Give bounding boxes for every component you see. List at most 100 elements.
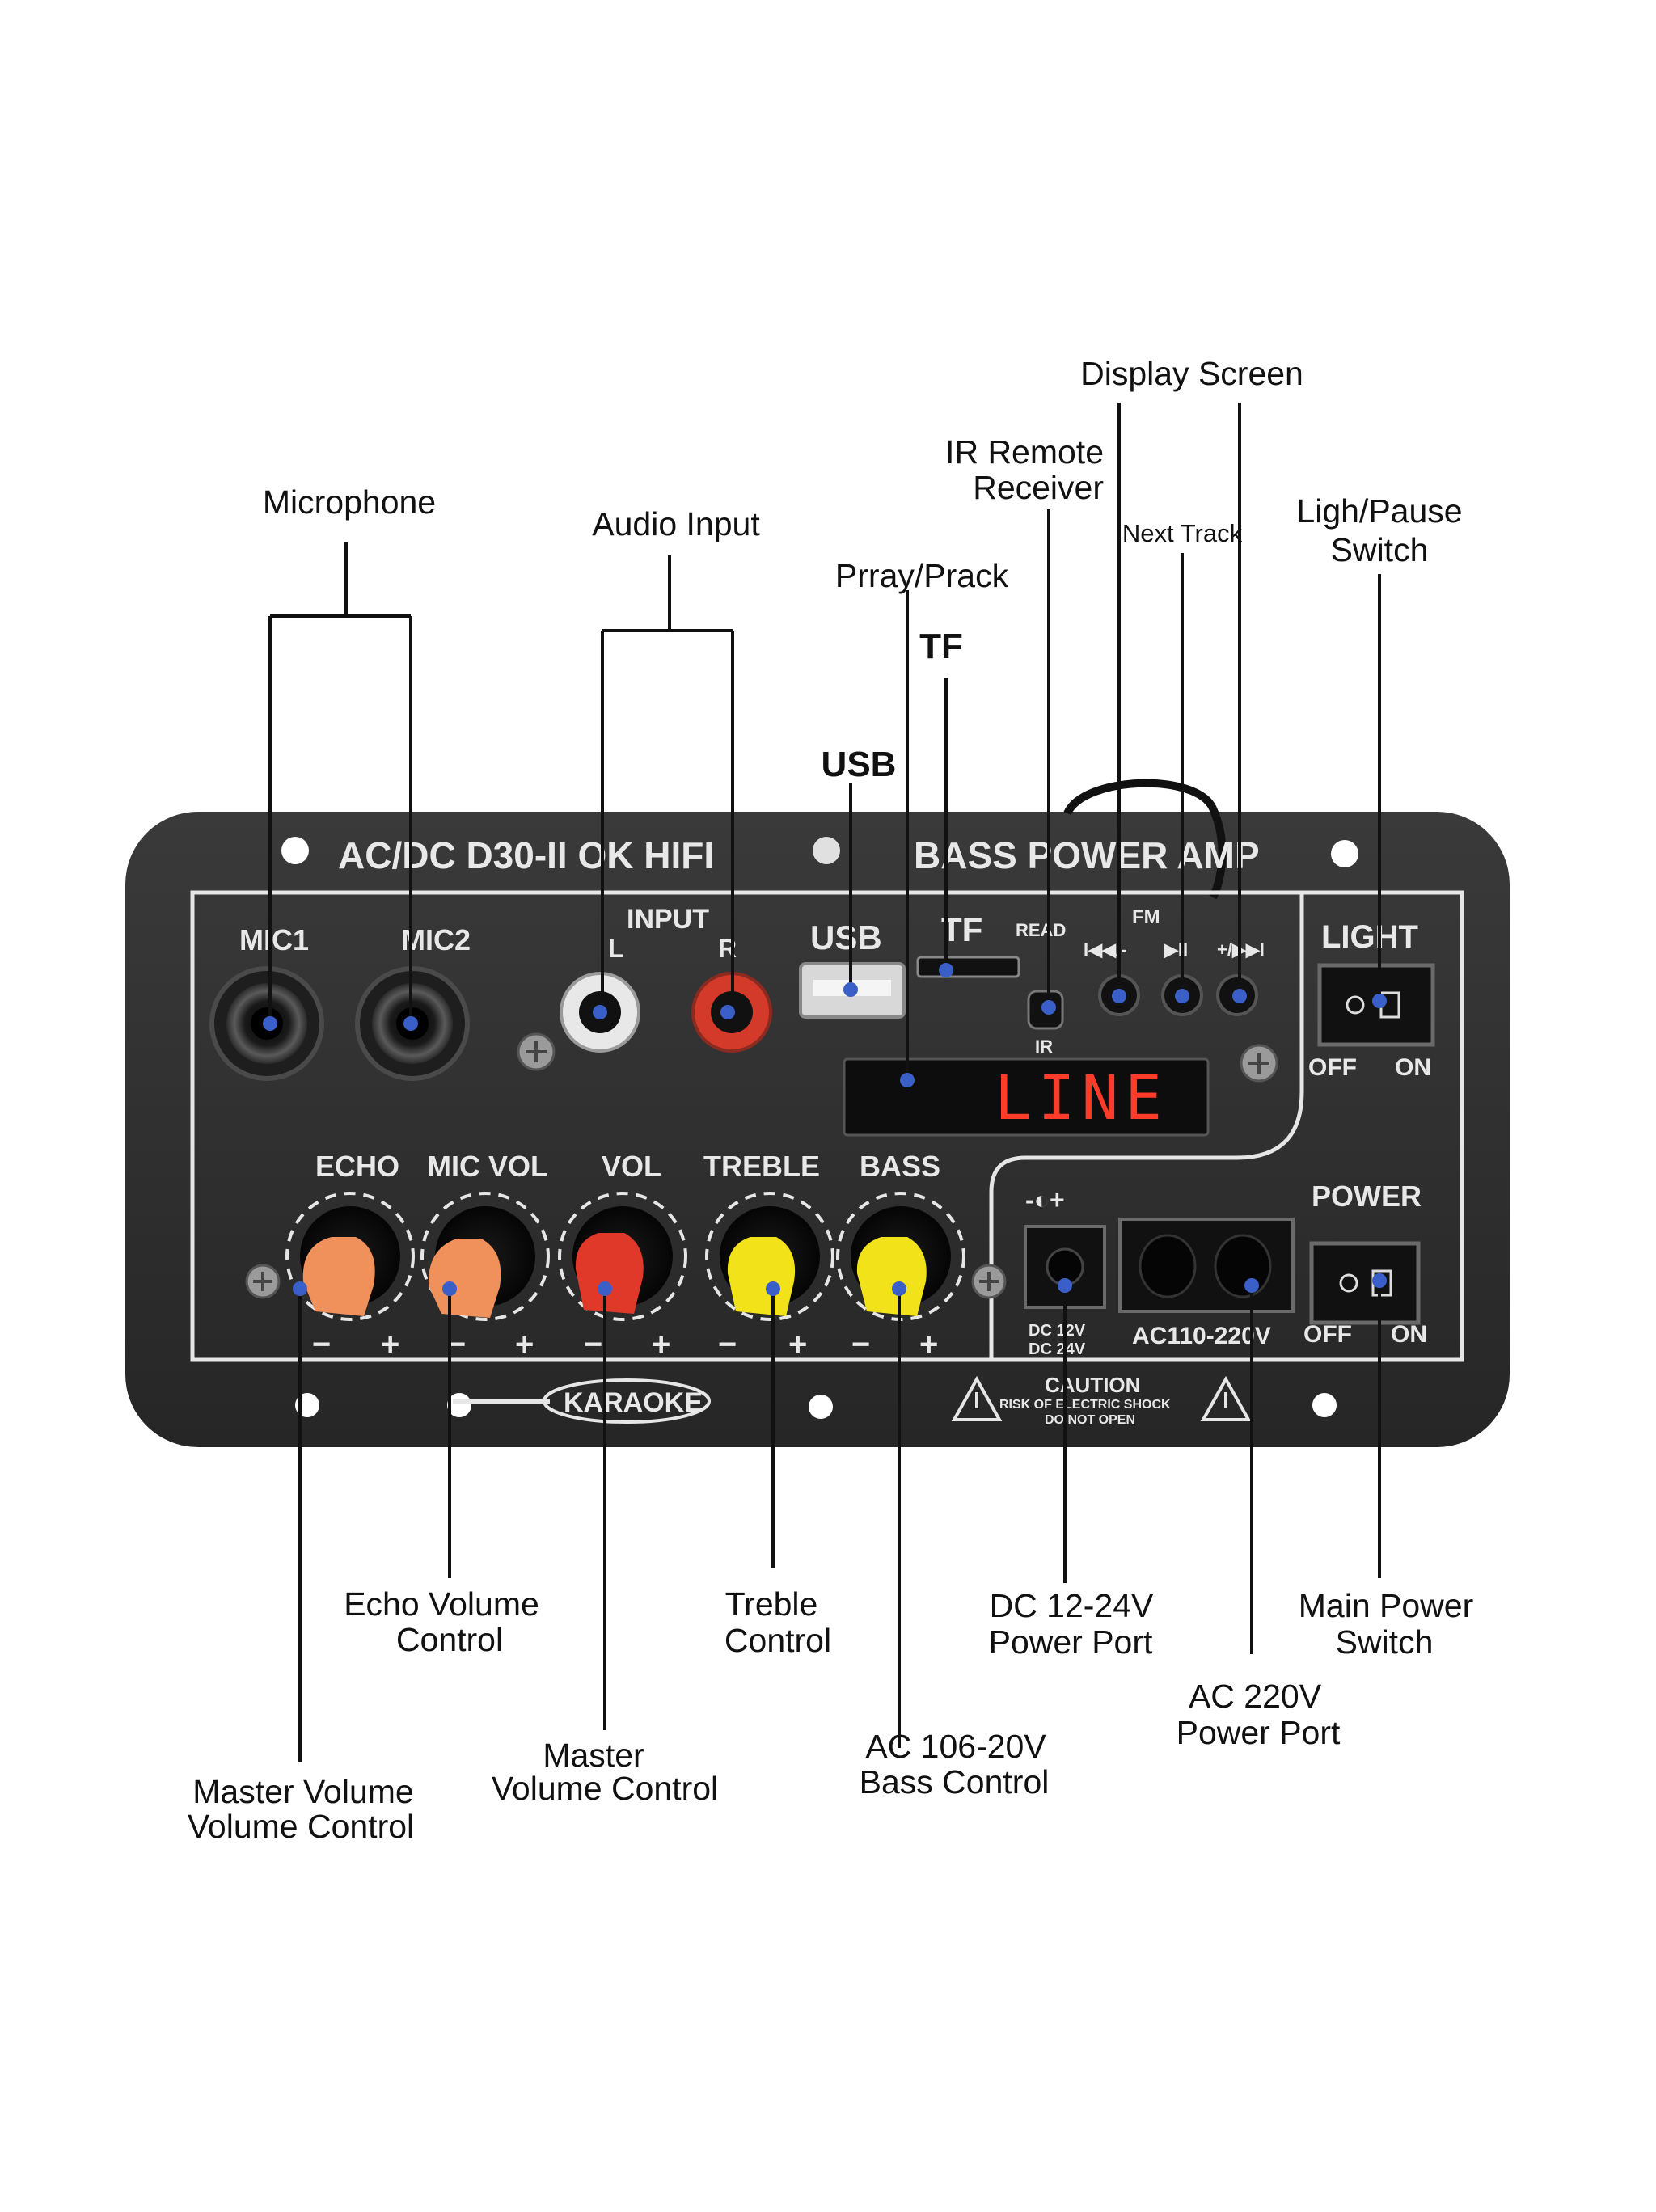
echo-plus: + <box>381 1327 399 1362</box>
mount-hole <box>281 837 309 864</box>
play-button-label: ▶II <box>1164 939 1188 960</box>
input-label: INPUT <box>627 904 709 935</box>
marker-dot <box>403 1016 418 1031</box>
callout-usb: USB <box>822 745 897 784</box>
power-off-label: OFF <box>1303 1321 1352 1348</box>
treble-minus: − <box>718 1327 737 1362</box>
callout-bass-2: Bass Control <box>860 1763 1050 1800</box>
marker-dot <box>263 1016 277 1031</box>
mic-vol-minus: − <box>447 1327 466 1362</box>
dc-symbol: -◐+ <box>1025 1185 1065 1214</box>
warning-icon <box>951 1375 1003 1421</box>
screw-icon <box>1240 1044 1278 1083</box>
vol-plus: + <box>652 1327 670 1362</box>
marker-dot <box>1372 1273 1387 1288</box>
callout-master-vol-1: Master <box>543 1737 644 1774</box>
callout-treble-1: Treble <box>725 1585 818 1623</box>
read-label: READ <box>1016 920 1066 940</box>
callout-mic-vol-2: Volume Control <box>188 1808 414 1845</box>
callout-ir-remote-2: Receiver <box>973 469 1104 506</box>
screw-icon <box>971 1264 1007 1299</box>
marker-dot <box>598 1281 612 1296</box>
treble-knob[interactable] <box>705 1192 834 1321</box>
callout-light-pause-2: Switch <box>1331 531 1429 568</box>
callout-treble-2: Control <box>724 1622 831 1659</box>
caution-line2: DO NOT OPEN <box>1045 1413 1135 1427</box>
led-display <box>843 1057 1210 1137</box>
callout-audio-input: Audio Input <box>592 505 760 542</box>
model-title: AC/DC D30-II OK HIFI <box>338 834 714 876</box>
marker-dot <box>900 1073 915 1087</box>
callout-echo-1: Echo Volume <box>344 1585 539 1623</box>
callout-microphone: Microphone <box>263 483 436 521</box>
master-vol-knob[interactable] <box>558 1192 687 1321</box>
brand-title: BASS POWER AMP <box>914 834 1260 876</box>
marker-dot <box>843 982 858 997</box>
warning-icon <box>1200 1375 1252 1421</box>
bass-knob-cap <box>856 1237 927 1316</box>
display-text: LINE <box>995 1062 1168 1133</box>
power-label: POWER <box>1312 1180 1422 1213</box>
tf-label: TF <box>941 910 982 948</box>
dc-rating-2: DC 24V <box>1029 1340 1086 1358</box>
main-power-switch[interactable] <box>1309 1241 1421 1325</box>
karaoke-badge <box>543 1378 711 1424</box>
marker-dot <box>720 1005 735 1019</box>
treble-plus: + <box>788 1327 807 1362</box>
bass-minus: − <box>851 1327 870 1362</box>
vol-minus: − <box>584 1327 602 1362</box>
callout-light-pause-1: Ligh/Pause <box>1296 492 1462 530</box>
marker-dot <box>1112 989 1126 1003</box>
knob-label-echo: ECHO <box>315 1150 399 1183</box>
echo-knob-cap <box>302 1237 375 1316</box>
echo-knob[interactable] <box>285 1192 415 1321</box>
callout-tf: TF <box>919 627 963 666</box>
screw-icon <box>245 1264 281 1299</box>
bass-plus: + <box>919 1327 938 1362</box>
panel-border <box>190 890 1464 1362</box>
caution-line1: RISK OF ELECTRIC SHOCK <box>999 1398 1171 1412</box>
dc-rating-1: DC 12V <box>1029 1322 1086 1340</box>
amplifier-panel: AC/DC D30-II OK HIFI BASS POWER AMP MIC1… <box>125 779 1510 1447</box>
usb-label: USB <box>810 918 882 956</box>
callout-dc-1: DC 12-24V <box>990 1587 1154 1624</box>
master-vol-knob-cap <box>575 1233 644 1314</box>
callout-mic-vol-1: Master Volume <box>192 1773 413 1810</box>
karaoke-label: KARAOKE <box>564 1387 703 1418</box>
marker-dot <box>766 1281 780 1296</box>
marker-dot <box>1232 989 1247 1003</box>
knob-label-vol: VOL <box>602 1150 661 1183</box>
marker-dot <box>593 1005 607 1019</box>
knob-label-bass: BASS <box>860 1150 940 1183</box>
screw-icon <box>813 837 840 864</box>
ac-rating: AC110-220V <box>1132 1323 1271 1349</box>
mic2-label: MIC2 <box>401 923 471 956</box>
callout-next-track: Next Track <box>1122 519 1243 547</box>
mic-vol-knob[interactable] <box>420 1192 550 1321</box>
knob-label-mic-vol: MIC VOL <box>427 1150 548 1183</box>
mount-hole <box>1331 840 1358 867</box>
cable <box>1063 779 1227 900</box>
callout-ir-remote-1: IR Remote <box>945 433 1104 471</box>
marker-dot <box>1372 994 1387 1008</box>
mount-hole <box>1312 1393 1337 1417</box>
marker-dot <box>1175 989 1189 1003</box>
marker-dot <box>1244 1278 1259 1293</box>
tf-card-slot[interactable] <box>916 956 1020 978</box>
marker-dots <box>263 963 1387 1296</box>
screw-icon <box>517 1032 556 1071</box>
marker-dot <box>939 963 953 977</box>
fm-label: FM <box>1132 906 1160 928</box>
callout-master-vol-2: Volume Control <box>492 1770 718 1807</box>
caution-title: CAUTION <box>1045 1373 1140 1397</box>
callout-echo-2: Control <box>396 1621 503 1658</box>
callout-main-power-1: Main Power <box>1299 1587 1473 1624</box>
callout-display-screen: Display Screen <box>1080 355 1303 392</box>
callout-labels: Display Screen IR Remote Receiver Microp… <box>188 355 1473 1845</box>
marker-dot <box>892 1281 906 1296</box>
power-on-label: ON <box>1391 1321 1427 1348</box>
callout-bass-1: AC 106-20V <box>865 1728 1046 1765</box>
mic1-label: MIC1 <box>239 923 309 956</box>
